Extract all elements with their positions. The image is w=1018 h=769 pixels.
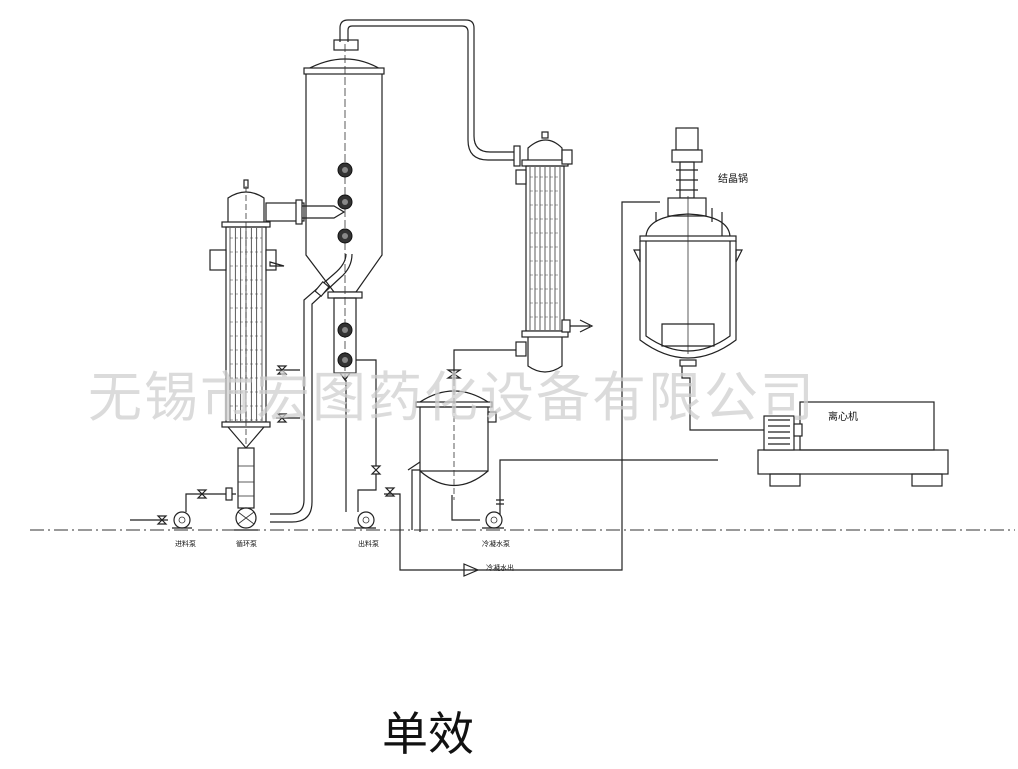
valve-condensate — [446, 369, 462, 379]
label-feed-pump: 进料泵 — [175, 539, 196, 548]
label-condensate-pump: 冷凝水泵 — [482, 539, 510, 548]
label-discharge-pump: 出料泵 — [358, 539, 379, 548]
heater-shell-and-tube — [209, 179, 346, 509]
condenser — [515, 131, 594, 373]
label-condensate-out: 冷凝水出 — [486, 563, 514, 572]
label-circulation-pump: 循环泵 — [236, 539, 257, 548]
feed-pump — [172, 511, 192, 529]
vapor-separator — [270, 39, 385, 523]
watermark: 无锡市宏图药化设备有限公司 — [88, 366, 816, 429]
centrifuge — [757, 401, 949, 487]
condensate-receiver — [407, 380, 497, 532]
diagram-title: 单效 — [382, 707, 474, 761]
label-crystallizer: 结晶锅 — [718, 172, 748, 185]
circulation-pump — [234, 507, 258, 531]
condensate-pump — [482, 511, 504, 529]
crystallizer-kettle — [633, 127, 743, 367]
vapor-pipe — [339, 19, 521, 167]
discharge-pump — [354, 511, 376, 529]
process-piping — [130, 201, 780, 577]
label-centrifuge: 离心机 — [828, 410, 858, 423]
